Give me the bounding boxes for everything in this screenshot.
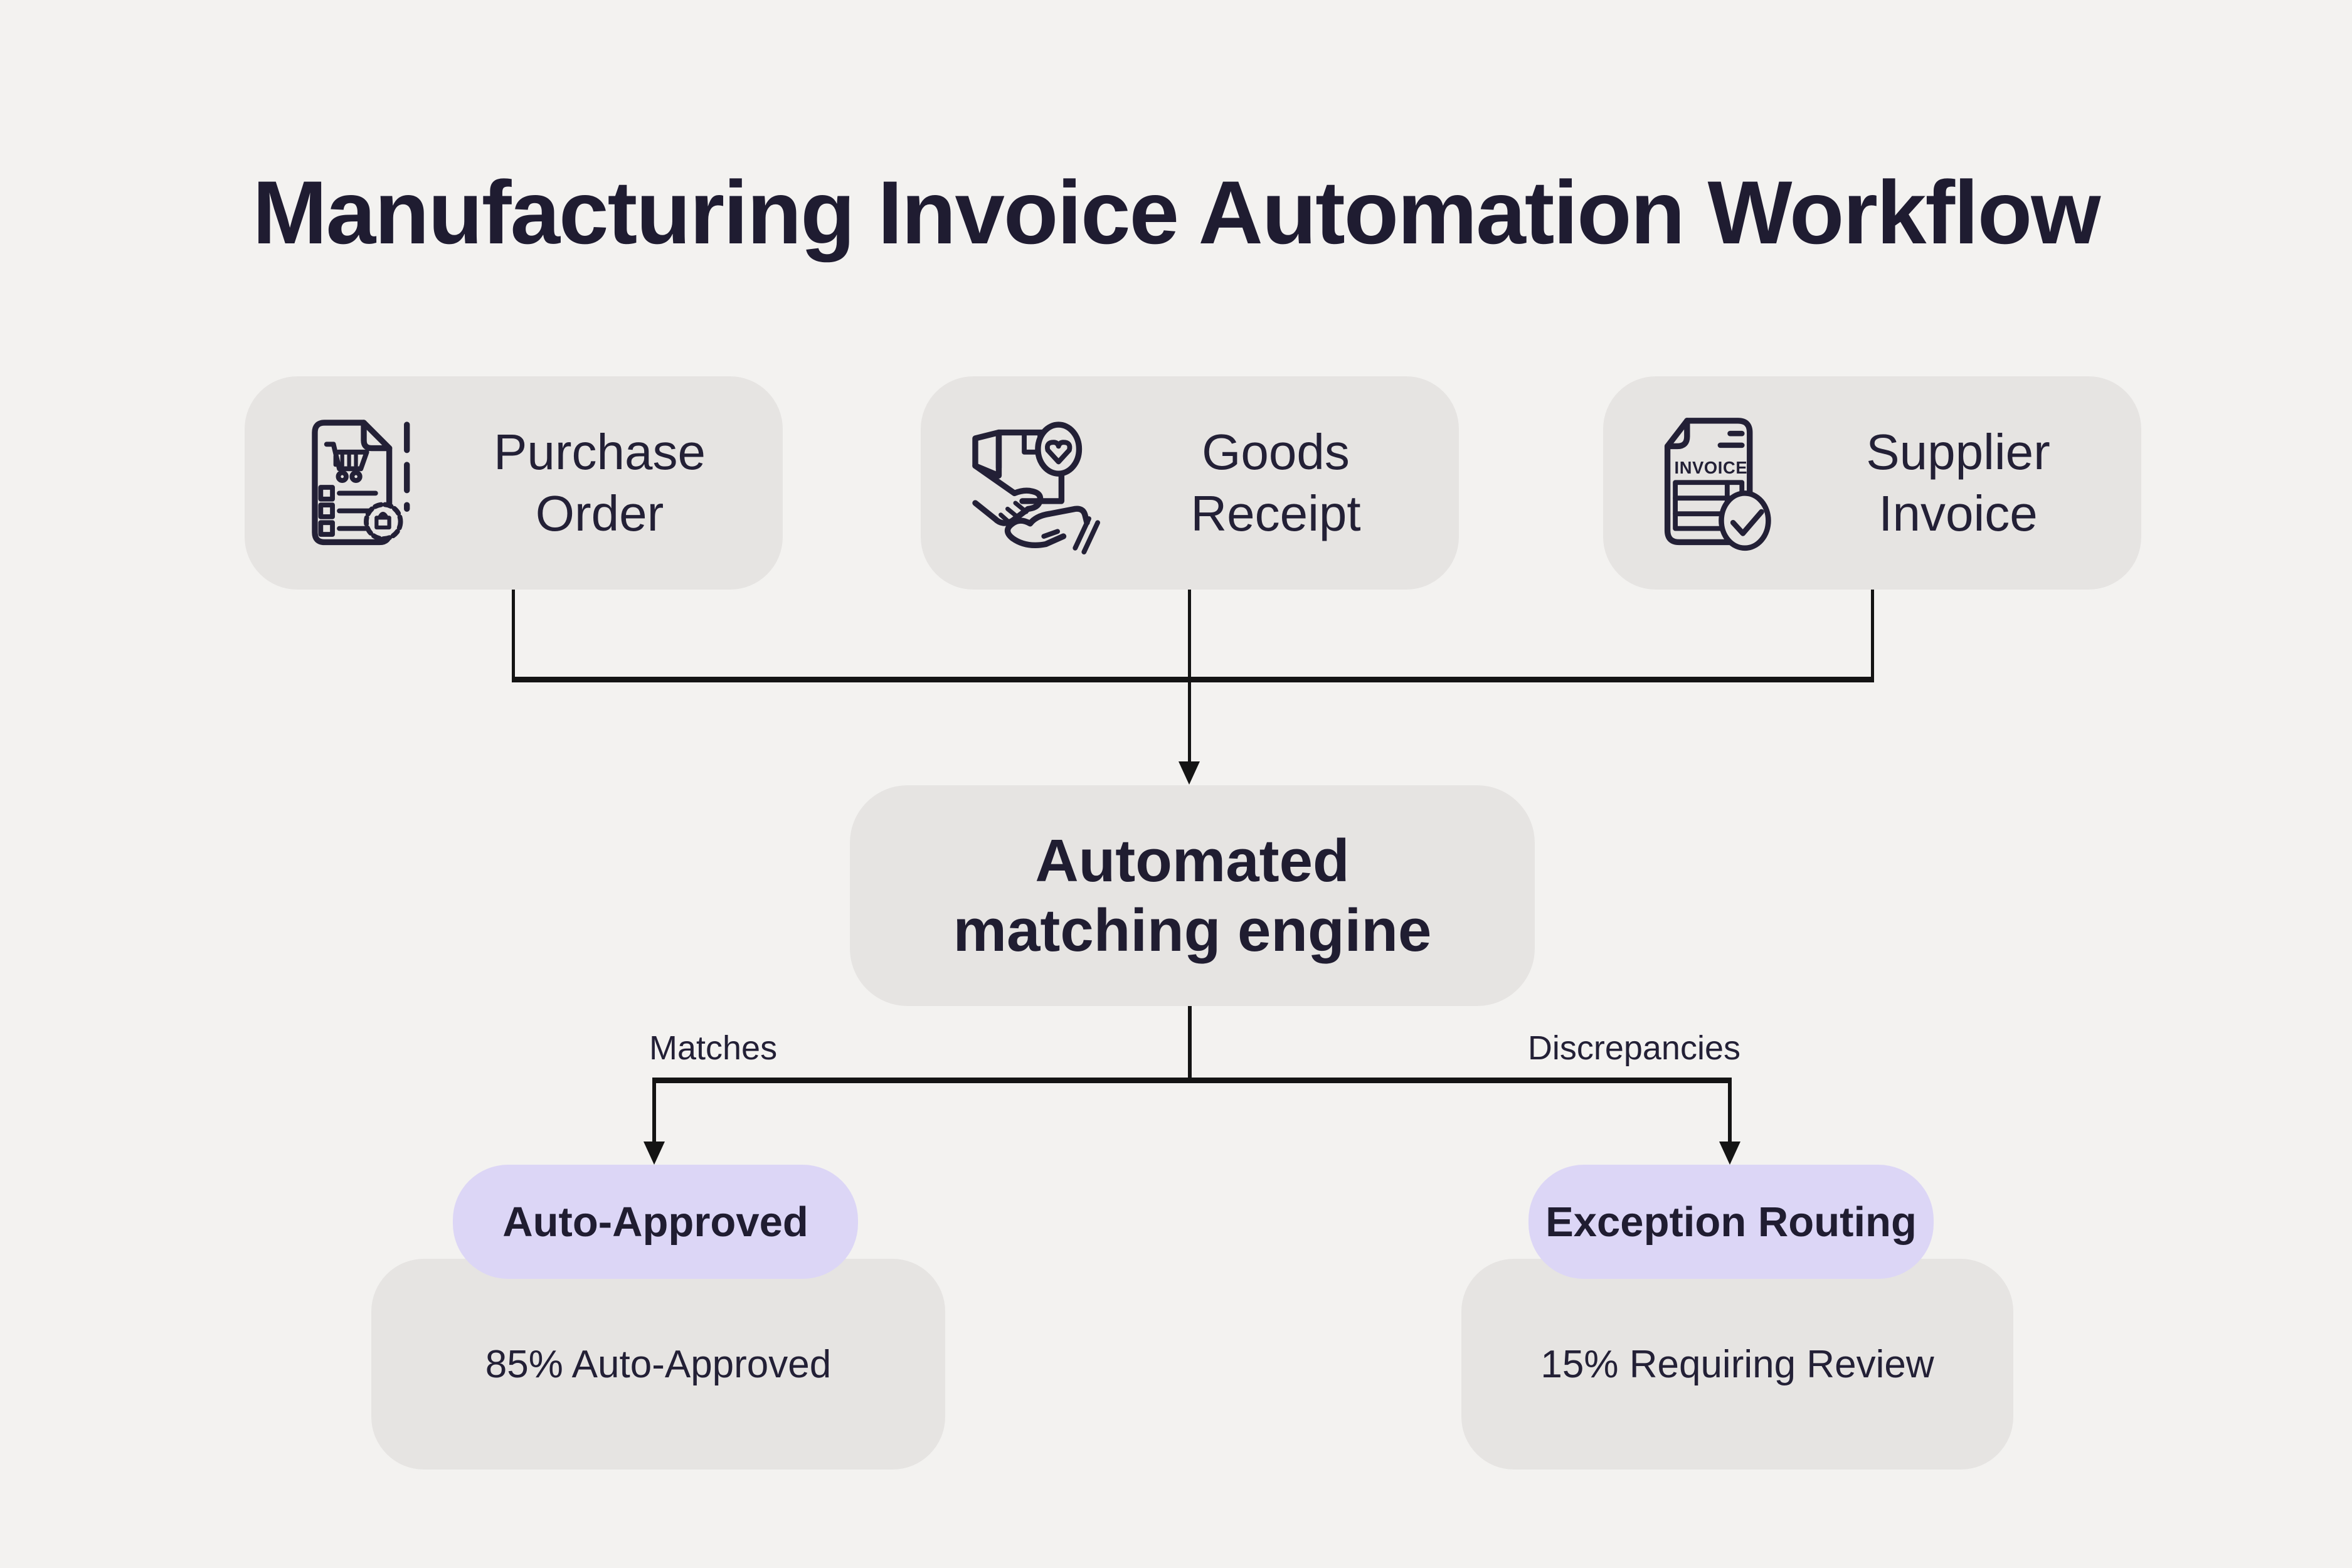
- auto-approved-card: 85% Auto-Approved: [371, 1259, 945, 1470]
- page-title: Manufacturing Invoice Automation Workflo…: [252, 163, 2101, 263]
- matching-engine-card: Automated matching engine: [850, 785, 1535, 1006]
- badge-label: Exception Routing: [1545, 1198, 1917, 1246]
- connector-line: [1188, 1006, 1192, 1081]
- connector-line: [512, 590, 515, 682]
- outcome-badge-auto-approved: Auto-Approved: [453, 1165, 858, 1279]
- connector-line: [512, 677, 1874, 682]
- outcome-detail: 85% Auto-Approved: [485, 1342, 832, 1386]
- goods-receipt-card: Goods Receipt: [921, 376, 1459, 590]
- connector-line: [652, 1078, 1732, 1083]
- connector-line: [1188, 682, 1191, 764]
- connector-line: [1871, 590, 1874, 682]
- outcome-detail: 15% Requiring Review: [1540, 1342, 1934, 1386]
- arrow-down-icon: [1719, 1142, 1740, 1165]
- goods-receipt-icon: [960, 403, 1111, 563]
- input-card-label: Purchase Order: [494, 424, 706, 541]
- purchase-order-card: Purchase Order: [245, 376, 783, 590]
- invoice-icon-text: INVOICE: [1675, 458, 1748, 477]
- input-card-label: Supplier Invoice: [1866, 424, 2050, 541]
- engine-label-line1: Automated: [1035, 827, 1350, 894]
- connector-line: [1728, 1083, 1732, 1142]
- outcome-badge-exception-routing: Exception Routing: [1528, 1165, 1934, 1279]
- branch-label-discrepancies: Discrepancies: [1527, 1029, 1740, 1067]
- purchase-order-icon: [283, 403, 435, 563]
- badge-label: Auto-Approved: [502, 1198, 808, 1246]
- branch-label-matches: Matches: [649, 1029, 778, 1067]
- supplier-invoice-icon: INVOICE: [1642, 403, 1794, 563]
- arrow-down-icon: [1179, 761, 1200, 785]
- connector-line: [1188, 590, 1191, 682]
- arrow-down-icon: [644, 1142, 665, 1165]
- engine-label-line2: matching engine: [953, 897, 1432, 964]
- exception-routing-card: 15% Requiring Review: [1461, 1259, 2013, 1470]
- supplier-invoice-card: INVOICE Supplier Invoice: [1603, 376, 2141, 590]
- input-card-label: Goods Receipt: [1190, 424, 1361, 541]
- connector-line: [652, 1083, 656, 1142]
